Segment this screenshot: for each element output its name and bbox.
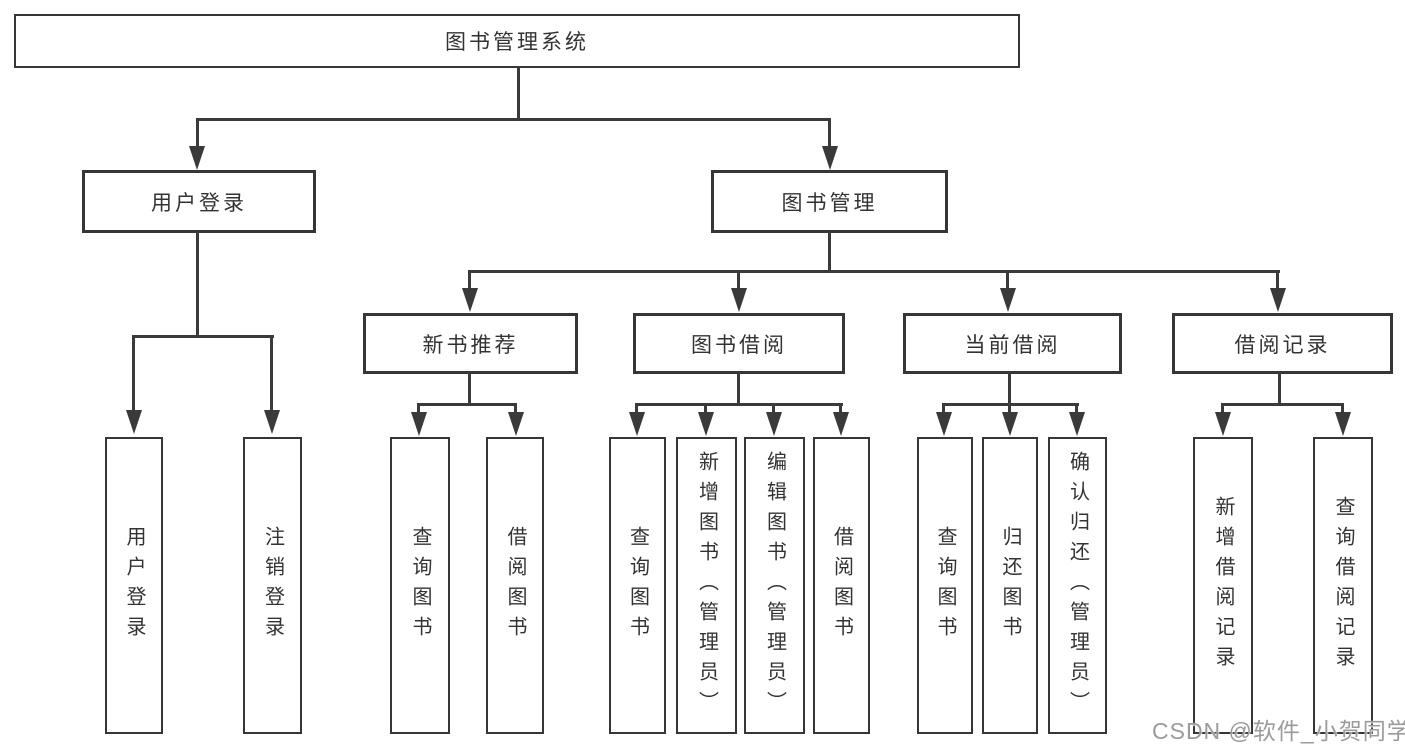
leaf-borrow-books-recommend: 借阅图书	[486, 437, 544, 734]
connector-vline	[196, 231, 199, 338]
connector-vline	[270, 335, 273, 412]
leaf-label: 确认归还（管理员）	[1066, 450, 1089, 721]
connector-vline	[196, 118, 199, 148]
arrowhead-down-icon	[462, 288, 478, 312]
connector-vline	[839, 403, 842, 415]
arrowhead-down-icon	[411, 412, 427, 436]
leaf-query-books-recommend: 查询图书	[390, 437, 450, 734]
arrowhead-down-icon	[833, 412, 849, 436]
connector-hline	[469, 270, 1280, 273]
arrowhead-down-icon	[1000, 288, 1016, 312]
connector-hline	[196, 118, 831, 121]
leaf-label: 新增图书（管理员）	[695, 450, 718, 721]
leaf-label: 借阅图书	[830, 525, 853, 646]
leaf-label: 查询图书	[626, 525, 649, 646]
arrowhead-down-icon	[126, 410, 142, 434]
leaf-label: 查询借阅记录	[1332, 495, 1354, 676]
arrowhead-down-icon	[508, 412, 524, 436]
leaf-query-borrow-record: 查询借阅记录	[1313, 437, 1373, 734]
arrowhead-down-icon	[936, 412, 952, 436]
leaf-label: 注销登录	[261, 525, 284, 646]
connector-vline	[828, 231, 831, 273]
leaf-label: 新增借阅记录	[1212, 495, 1234, 676]
leaf-label: 查询图书	[409, 525, 431, 646]
leaf-label: 归还图书	[999, 525, 1021, 646]
connector-vline	[1341, 403, 1344, 415]
node-library-system: 图书管理系统	[14, 14, 1020, 68]
node-book-borrowing: 图书借阅	[633, 313, 845, 374]
watermark: CSDN @软件_小贺同学	[1152, 718, 1405, 744]
arrowhead-down-icon	[698, 412, 714, 436]
connector-vline	[468, 270, 471, 290]
arrowhead-down-icon	[629, 412, 645, 436]
connector-hline	[133, 335, 274, 338]
arrowhead-down-icon	[1215, 412, 1231, 436]
leaf-label: 查询图书	[934, 525, 956, 646]
connector-hline	[636, 403, 843, 406]
leaf-add-books-admin: 新增图书（管理员）	[676, 437, 737, 734]
connector-vline	[1008, 372, 1011, 406]
leaf-label: 编辑图书（管理员）	[763, 450, 786, 721]
node-book-management: 图书管理	[711, 170, 948, 233]
arrowhead-down-icon	[731, 288, 747, 312]
connector-vline	[517, 66, 520, 121]
leaf-user-login: 用户登录	[105, 437, 163, 734]
connector-hline	[418, 403, 517, 406]
arrowhead-down-icon	[189, 146, 205, 170]
connector-vline	[132, 335, 135, 412]
connector-vline	[635, 403, 638, 415]
arrowhead-down-icon	[766, 412, 782, 436]
leaf-label: 借阅图书	[504, 525, 526, 646]
arrowhead-down-icon	[264, 410, 280, 434]
leaf-logout: 注销登录	[243, 437, 302, 734]
node-borrowing-records: 借阅记录	[1172, 313, 1393, 374]
leaf-edit-books-admin: 编辑图书（管理员）	[744, 437, 805, 734]
connector-vline	[737, 270, 740, 290]
leaf-add-borrow-record: 新增借阅记录	[1193, 437, 1253, 734]
arrowhead-down-icon	[1069, 412, 1085, 436]
connector-vline	[1276, 270, 1279, 290]
connector-vline	[772, 403, 775, 415]
leaf-query-books-current: 查询图书	[917, 437, 973, 734]
connector-vline	[1278, 372, 1281, 406]
connector-vline	[1006, 270, 1009, 290]
node-current-borrowing: 当前借阅	[903, 313, 1122, 374]
connector-vline	[417, 403, 420, 415]
arrowhead-down-icon	[1335, 412, 1351, 436]
arrowhead-down-icon	[1002, 412, 1018, 436]
leaf-label: 用户登录	[123, 525, 145, 646]
connector-vline	[514, 403, 517, 415]
connector-vline	[828, 118, 831, 148]
connector-vline	[1008, 403, 1011, 415]
leaf-query-books-borrowing: 查询图书	[609, 437, 666, 734]
connector-vline	[737, 372, 740, 406]
connector-vline	[1075, 403, 1078, 415]
arrowhead-down-icon	[822, 146, 838, 170]
arrowhead-down-icon	[1270, 288, 1286, 312]
leaf-confirm-return-admin: 确认归还（管理员）	[1048, 437, 1107, 734]
connector-vline	[942, 403, 945, 415]
connector-vline	[1221, 403, 1224, 415]
connector-hline	[1222, 403, 1344, 406]
leaf-return-books: 归还图书	[982, 437, 1038, 734]
leaf-borrow-books-borrowing: 借阅图书	[813, 437, 870, 734]
connector-hline	[943, 403, 1079, 406]
node-new-book-recommendation: 新书推荐	[363, 313, 578, 374]
node-user-login: 用户登录	[82, 170, 316, 233]
connector-vline	[468, 372, 471, 406]
connector-vline	[704, 403, 707, 415]
